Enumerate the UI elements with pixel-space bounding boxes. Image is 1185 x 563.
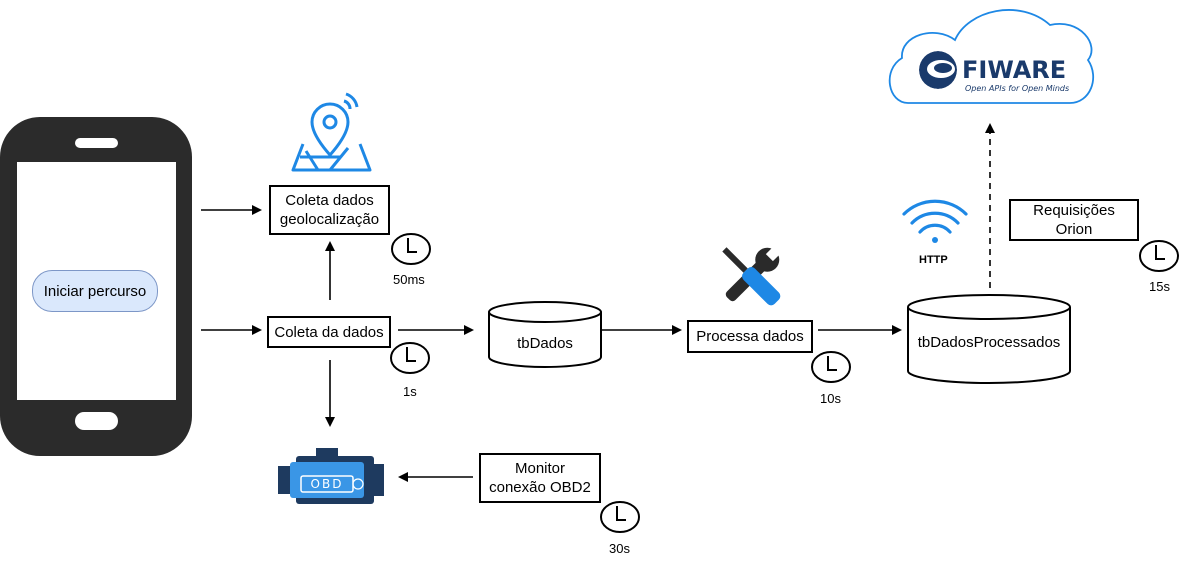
wifi-icon <box>902 199 968 243</box>
database-tbdadosprocessados-label: tbDadosProcessados <box>917 334 1061 351</box>
orion-requests-box: Requisições Orion <box>1009 199 1139 241</box>
interval-process-label: 10s <box>820 391 841 406</box>
geolocation-collect-box: Coleta dados geolocalização <box>269 185 390 235</box>
clock-icon <box>390 342 430 374</box>
clock-icon <box>600 501 640 533</box>
database-tbdados-label: tbDados <box>517 335 573 352</box>
start-route-button[interactable]: Iniciar percurso <box>32 270 158 312</box>
http-label: HTTP <box>919 254 948 266</box>
clock-icon <box>1139 240 1179 272</box>
map-pin-icon <box>291 92 372 172</box>
interval-geo-label: 50ms <box>393 272 425 287</box>
clock-icon <box>391 233 431 265</box>
obd-monitor-box: Monitor conexão OBD2 <box>479 453 601 503</box>
fiware-name: FIWARE <box>962 56 1066 84</box>
fiware-logo <box>919 51 957 89</box>
process-data-box: Processa dados <box>687 320 813 353</box>
obd-engine-icon: OBD <box>278 448 384 504</box>
database-tbdadosprocessados <box>907 294 1071 384</box>
interval-obd-label: 30s <box>609 541 630 556</box>
interval-orion-label: 15s <box>1149 279 1170 294</box>
clock-icon <box>811 351 851 383</box>
flow-arrows <box>201 123 995 482</box>
database-tbdados <box>488 301 602 368</box>
tools-icon <box>722 244 783 306</box>
interval-collect-label: 1s <box>403 384 417 399</box>
cloud-icon: FIWARE Open APIs for Open Minds <box>888 9 1095 104</box>
collect-data-box: Coleta da dados <box>267 316 391 348</box>
fiware-tagline: Open APIs for Open Minds <box>965 84 1069 93</box>
svg-text:OBD: OBD <box>311 477 344 491</box>
